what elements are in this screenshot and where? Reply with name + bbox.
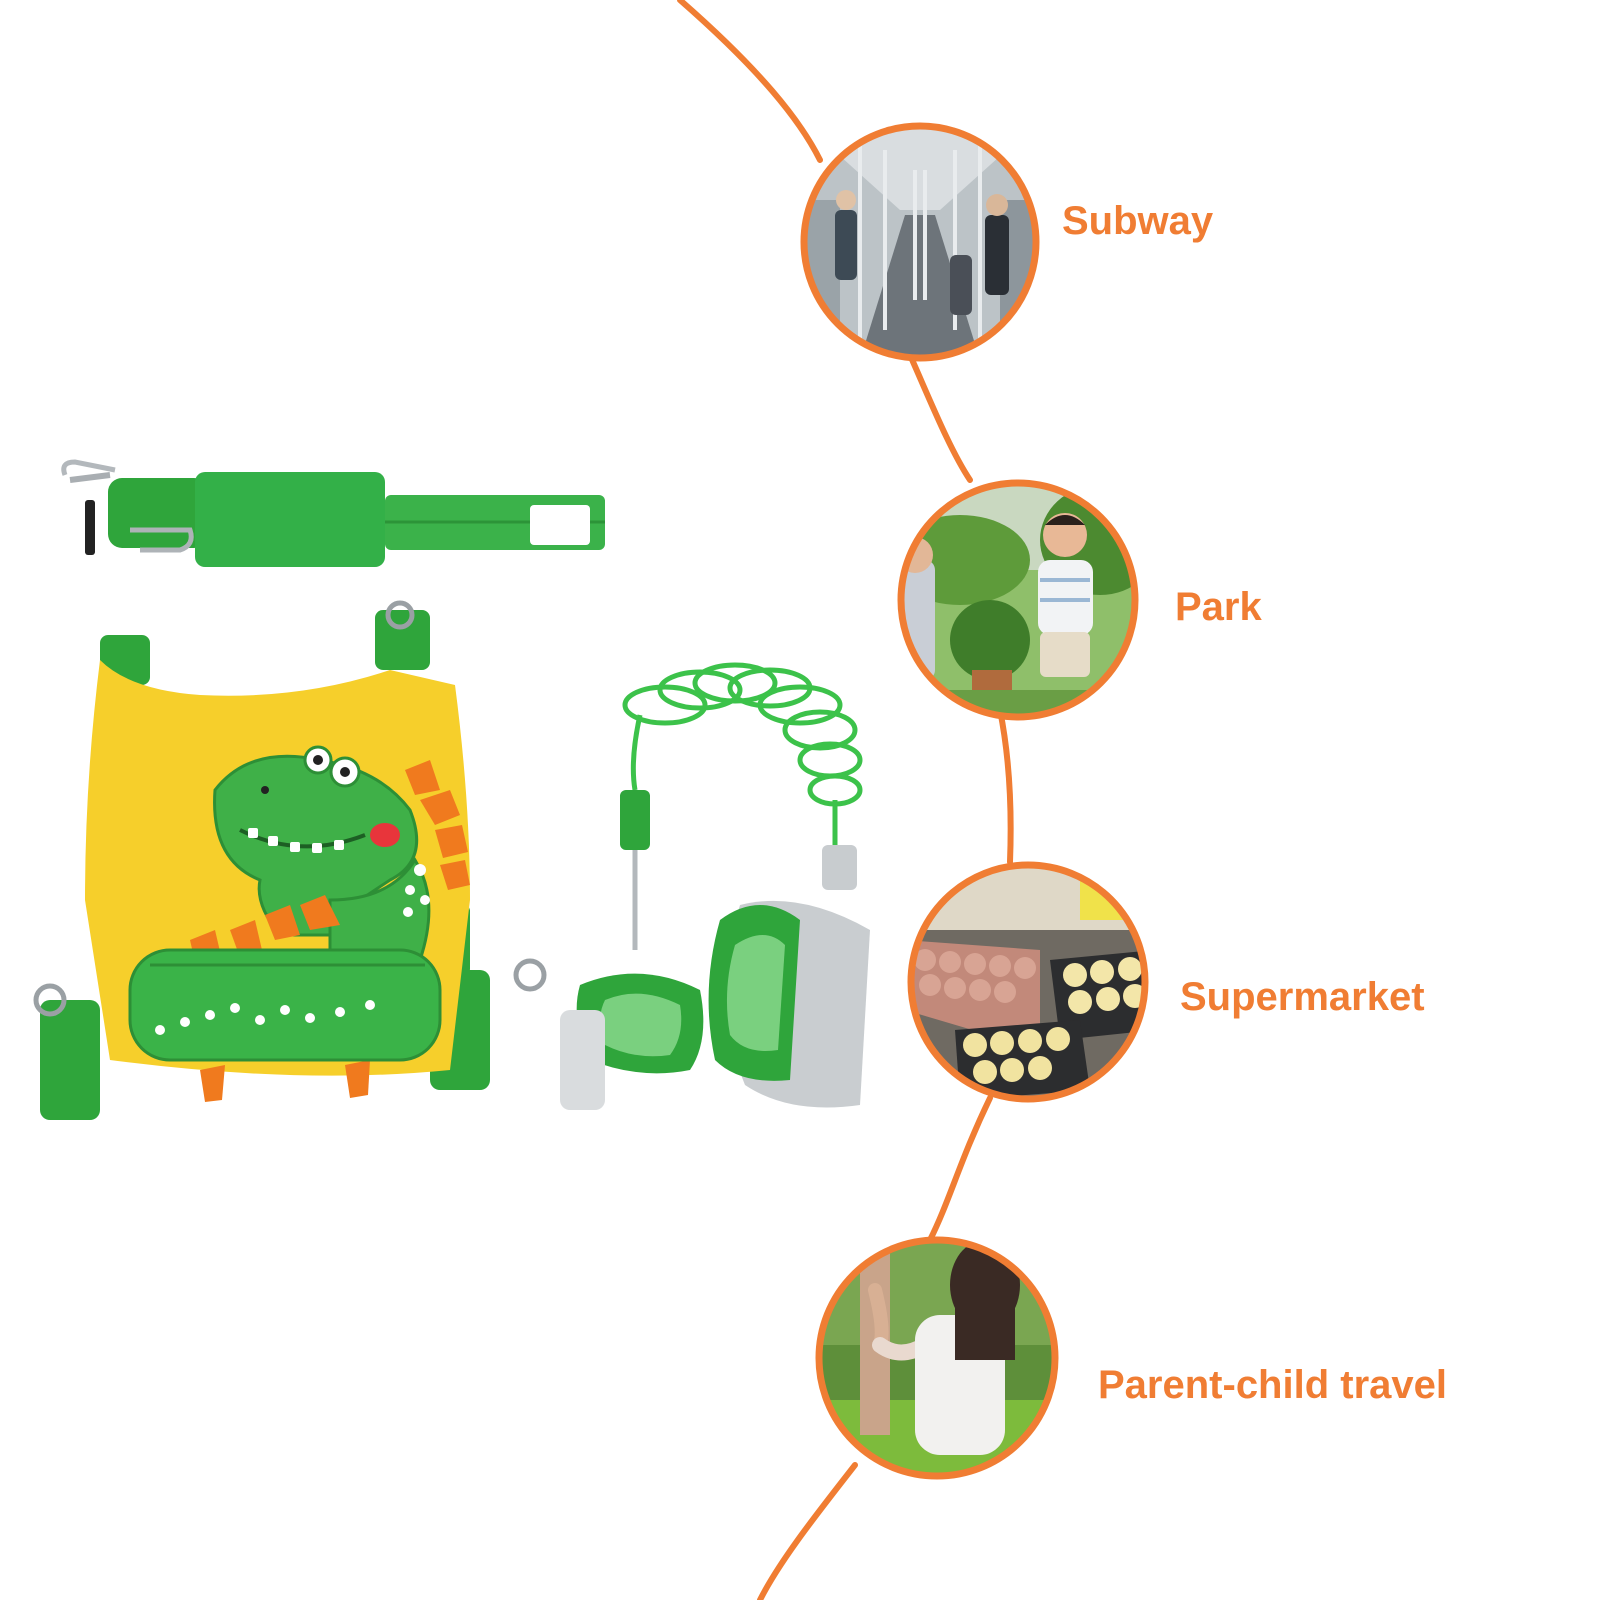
scenario-label-supermarket: Supermarket [1180, 975, 1425, 1019]
parent-child-travel-photo [815, 1236, 1059, 1480]
subway-photo [800, 122, 1040, 362]
park-photo [897, 479, 1139, 721]
scenario-label-parent-child-travel: Parent-child travel [1098, 1363, 1448, 1407]
shoulder-strap-product [61, 459, 605, 567]
supermarket-photo [907, 861, 1149, 1103]
scenario-label-park: Park [1175, 585, 1262, 629]
timeline-curve [677, 0, 1014, 1600]
anti-lost-wrist-leash [560, 662, 870, 1110]
scenario-label-subway: Subway [1062, 199, 1214, 243]
dinosaur-harness-backpack [33, 600, 547, 1120]
